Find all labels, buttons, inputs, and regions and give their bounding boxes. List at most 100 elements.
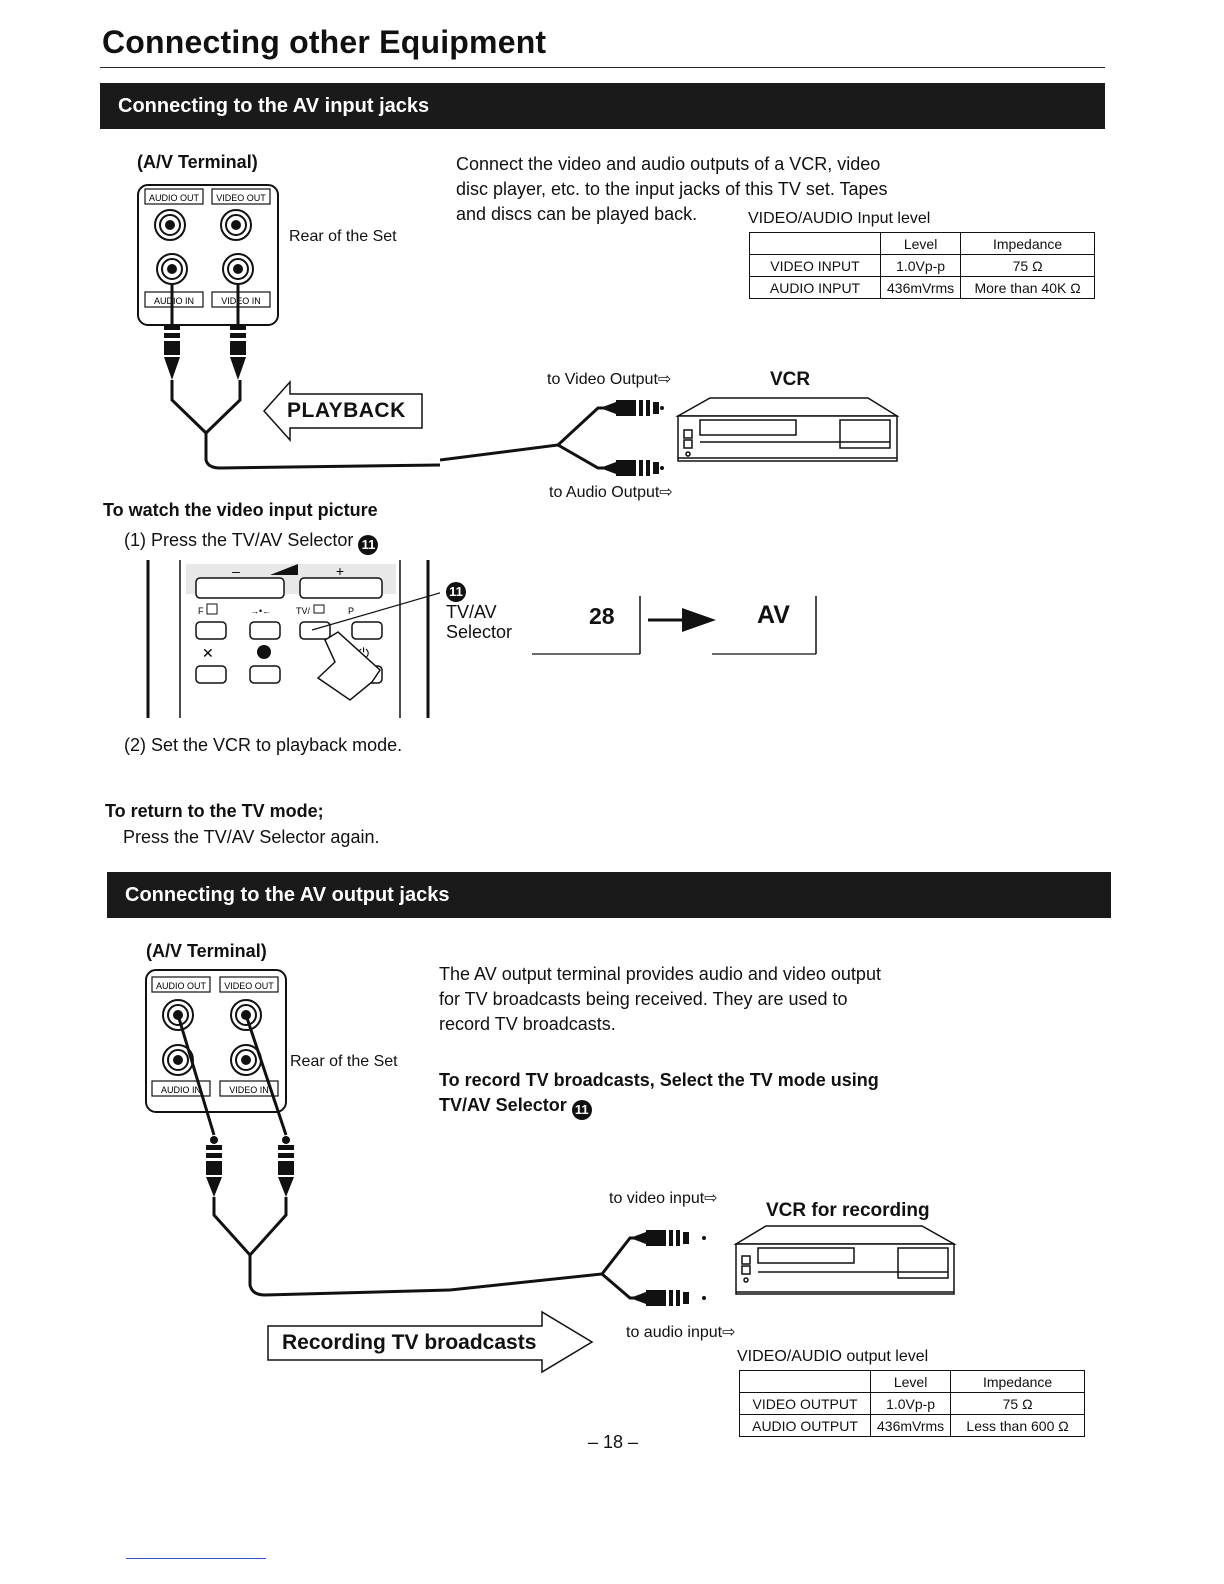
jack-audio-in	[162, 1044, 194, 1076]
output-terminal-label: (A/V Terminal)	[146, 941, 267, 961]
output-description-line-2: for TV broadcasts being received. They a…	[439, 989, 848, 1009]
selector-label-line-2: Selector	[446, 622, 513, 642]
video-out-label: VIDEO OUT	[224, 981, 274, 991]
rca-plug-audio	[600, 460, 664, 476]
input-rear-label: Rear of the Set	[289, 228, 397, 245]
selector-callout: 11 TV/AV Selector	[446, 580, 512, 642]
output-section-header: Connecting to the AV output jacks	[107, 872, 1111, 918]
vcr-device	[675, 397, 900, 462]
jack-audio-out	[154, 209, 186, 241]
volume-down-button	[195, 577, 285, 599]
table-cell: 436mVrms	[879, 276, 962, 299]
remote-control-diagram: – + F →•← TV/ P ✕ ⏻	[146, 560, 440, 718]
record-instruction-line-2: TV/AV Selector 11	[439, 1093, 919, 1120]
table-header-cell: Impedance	[950, 1370, 1085, 1393]
vcr-recording-device	[733, 1225, 957, 1295]
svg-text:→•←: →•←	[250, 606, 271, 616]
vcr-playback-diagram	[440, 397, 900, 476]
recording-arrow	[267, 1310, 594, 1374]
footer-rule	[126, 1558, 266, 1559]
table-cell: VIDEO INPUT	[749, 254, 881, 277]
plug-audio	[160, 284, 184, 380]
step-1: (1) Press the TV/AV Selector 11	[124, 528, 379, 555]
input-description: Connect the video and audio outputs of a…	[456, 152, 936, 227]
svg-text:P: P	[348, 606, 354, 616]
return-text: Press the TV/AV Selector again.	[123, 827, 380, 847]
table-cell: 436mVrms	[869, 1414, 952, 1437]
ref-11-icon: 11	[446, 582, 466, 602]
selector-label-line-1: TV/AV	[446, 602, 497, 622]
volume-up-button	[299, 577, 383, 599]
table-cell: 1.0Vp-p	[879, 254, 962, 277]
page-number: – 18 –	[588, 1432, 639, 1452]
arrow-icon	[682, 608, 716, 632]
table-row: VIDEO INPUT 1.0Vp-p 75 Ω	[749, 254, 1095, 277]
rca-plug-video	[630, 1230, 706, 1246]
channel-display: 28	[589, 603, 615, 629]
table-cell: 75 Ω	[960, 254, 1095, 277]
output-rear-label: Rear of the Set	[290, 1053, 398, 1070]
playback-arrow	[262, 380, 423, 442]
to-audio-input-label: to audio input⇨	[626, 1324, 736, 1341]
input-terminal-label: (A/V Terminal)	[137, 152, 258, 172]
table-header-cell: Level	[879, 232, 962, 255]
table-header-row: Level Impedance	[749, 232, 1095, 255]
jack-video-in	[222, 253, 254, 285]
channel-switch-diagram	[532, 596, 817, 655]
audio-out-label: AUDIO OUT	[156, 981, 207, 991]
input-level-caption: VIDEO/AUDIO Input level	[748, 210, 931, 227]
ref-11-icon: 11	[571, 1100, 592, 1120]
vcr-recording-diagram	[450, 1225, 957, 1306]
table-cell: More than 40K Ω	[960, 276, 1095, 299]
input-description-line-3: and discs can be played back.	[456, 204, 698, 224]
table-header-row: Level Impedance	[739, 1370, 1085, 1393]
table-cell: 1.0Vp-p	[869, 1392, 952, 1415]
tv-av-selector-button	[299, 621, 331, 640]
svg-text:–: –	[232, 563, 240, 579]
output-description-line-1: The AV output terminal provides audio an…	[439, 964, 881, 984]
svg-text:⏻: ⏻	[358, 645, 369, 661]
output-level-table: Level Impedance VIDEO OUTPUT 1.0Vp-p 75 …	[739, 1370, 1085, 1437]
svg-text:F: F	[198, 606, 204, 616]
output-description: The AV output terminal provides audio an…	[439, 962, 909, 1037]
audio-out-label-box	[144, 188, 204, 205]
watch-heading: To watch the video input picture	[103, 500, 378, 520]
return-heading: To return to the TV mode;	[105, 801, 324, 821]
video-in-label: VIDEO IN	[221, 296, 261, 306]
record-instruction: To record TV broadcasts, Select the TV m…	[439, 1068, 919, 1120]
step-2: (2) Set the VCR to playback mode.	[124, 735, 403, 755]
video-out-label: VIDEO OUT	[216, 193, 266, 203]
jack-video-in	[230, 1044, 262, 1076]
recording-label: Recording TV broadcasts	[282, 1331, 537, 1354]
table-header-cell	[739, 1370, 871, 1393]
audio-in-label: AUDIO IN	[154, 296, 194, 306]
input-section-header: Connecting to the AV input jacks	[100, 83, 1105, 129]
video-in-label: VIDEO IN	[229, 1085, 269, 1095]
table-cell: AUDIO INPUT	[749, 276, 881, 299]
av-display: AV	[757, 601, 790, 629]
table-row: AUDIO OUTPUT 436mVrms Less than 600 Ω	[739, 1414, 1085, 1437]
rca-plug-audio	[630, 1290, 706, 1306]
rca-plug-video	[600, 400, 664, 416]
plug-audio	[202, 1136, 226, 1197]
audio-in-label: AUDIO IN	[161, 1085, 201, 1095]
playback-label: PLAYBACK	[287, 399, 406, 422]
table-cell: AUDIO OUTPUT	[739, 1414, 871, 1437]
plug-video	[274, 1136, 298, 1197]
record-instruction-text: TV/AV Selector	[439, 1095, 567, 1115]
to-audio-output-label: to Audio Output⇨	[549, 484, 673, 501]
table-header-cell	[749, 232, 881, 255]
title-divider	[100, 67, 1105, 68]
output-terminal-diagram: AUDIO OUT VIDEO OUT AUDIO IN VIDEO IN	[145, 969, 450, 1297]
input-description-line-2: disc player, etc. to the input jacks of …	[456, 179, 888, 199]
ref-11-icon: 11	[358, 535, 379, 555]
input-description-line-1: Connect the video and audio outputs of a…	[456, 154, 881, 174]
input-level-table: Level Impedance VIDEO INPUT 1.0Vp-p 75 Ω…	[749, 232, 1095, 299]
table-row: AUDIO INPUT 436mVrms More than 40K Ω	[749, 276, 1095, 299]
pointing-hand	[316, 631, 381, 701]
svg-text:+: +	[336, 563, 344, 579]
record-instruction-line-1: To record TV broadcasts, Select the TV m…	[439, 1070, 879, 1090]
page-title: Connecting other Equipment	[102, 24, 547, 60]
input-terminal-diagram: AUDIO OUT VIDEO OUT AUDIO IN VIDEO IN	[137, 184, 440, 470]
jack-audio-in	[156, 253, 188, 285]
